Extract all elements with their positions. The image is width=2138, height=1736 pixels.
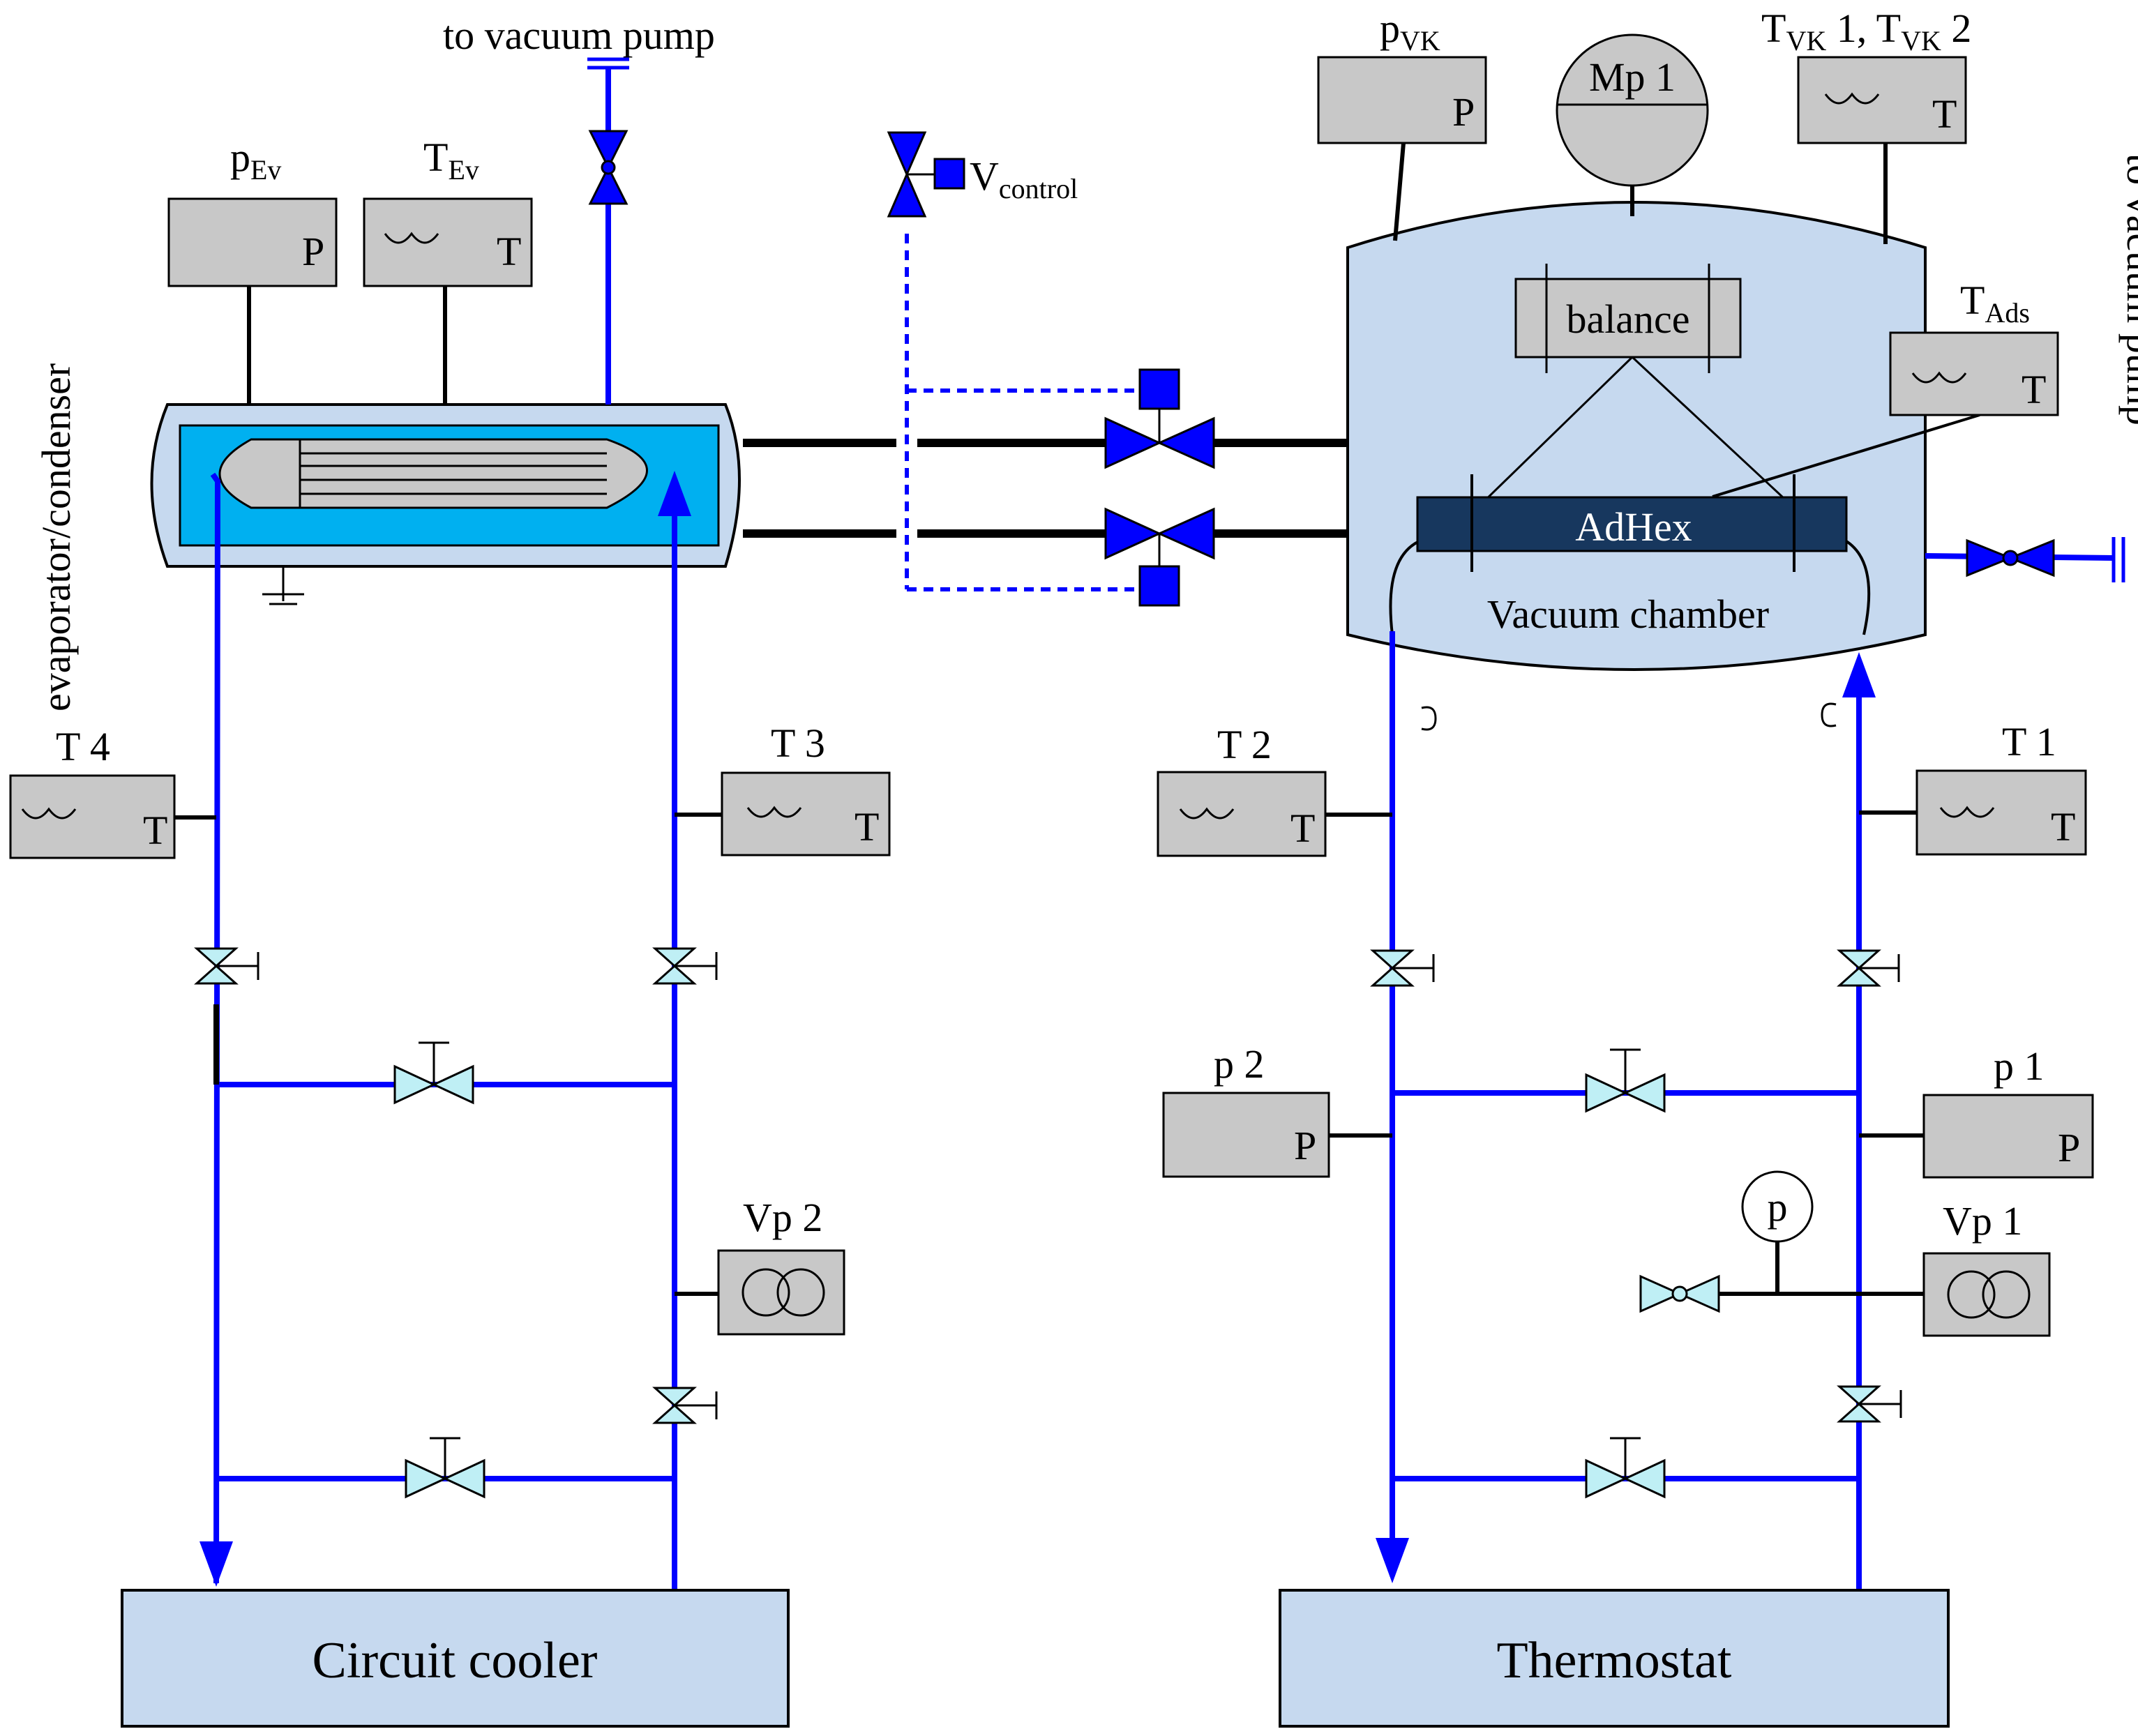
p-vk-label: pVK [1380, 6, 1440, 56]
svg-text:T: T [497, 229, 521, 274]
svg-text:T: T [1932, 91, 1957, 137]
pump-vp1 [1922, 1252, 2051, 1337]
evaporator-vacuum-line [587, 57, 629, 405]
t1-label: T 1 [2002, 719, 2056, 764]
vp2-label: Vp 2 [743, 1195, 822, 1240]
valve-vp1-line[interactable] [1838, 1385, 1902, 1423]
valve-t1-line[interactable] [1838, 949, 1900, 987]
t-ads-label: TAds [1960, 278, 2030, 329]
control-signal-lines [905, 234, 1140, 591]
fill-valve[interactable] [1639, 1274, 1720, 1313]
valve-t4-line[interactable] [195, 947, 259, 985]
t3-label: T 3 [771, 720, 825, 766]
motor-valve-bottom[interactable] [1104, 507, 1215, 607]
valve-left-bypass-bottom[interactable] [405, 1437, 485, 1498]
pressure-branch-line [1716, 1241, 1924, 1296]
svg-text:T: T [2022, 367, 2046, 412]
svg-text:T: T [143, 808, 167, 853]
vacuum-chamber-label: Vacuum chamber [1487, 591, 1769, 637]
chamber-vacuum-line [1925, 537, 2125, 582]
svg-text:Thermostat: Thermostat [1496, 1632, 1731, 1689]
circuit-cooler: Circuit cooler [121, 1589, 790, 1728]
p2-label: p 2 [1214, 1041, 1265, 1087]
svg-text:P: P [2058, 1125, 2080, 1170]
gauge-t1: T [1915, 769, 2087, 856]
t-ev-label: TEv [423, 135, 479, 186]
svg-text:AdHex: AdHex [1575, 504, 1692, 550]
svg-text:p: p [1768, 1184, 1788, 1230]
valve-right-bypass-bottom[interactable] [1585, 1437, 1666, 1498]
svg-text:P: P [1294, 1123, 1316, 1168]
v-control-label: Vcontrol [970, 153, 1078, 204]
motor-valve-top[interactable] [1104, 368, 1215, 469]
evaporator-condenser-label: evaporator/condenser [33, 363, 79, 711]
p-ev-label: pEv [230, 135, 281, 186]
svg-text:P: P [302, 229, 324, 274]
svg-text:P: P [1452, 89, 1475, 135]
evaporator-vessel [150, 403, 741, 605]
thermostat: Thermostat [1279, 1589, 1950, 1728]
to-vacuum-pump-top-label: to vacuum pump [443, 13, 715, 58]
mp1-display: Mp 1 [1556, 33, 1709, 187]
gauge-t-ads: T [1889, 331, 2059, 416]
connecting-pipes [743, 439, 1348, 538]
vp1-label: Vp 1 [1943, 1198, 2022, 1244]
balance: balance [1514, 264, 1742, 373]
gauge-p1: P [1922, 1094, 2094, 1179]
gauge-t2: T [1157, 771, 1327, 857]
valve-t2-line[interactable] [1371, 949, 1435, 987]
svg-text:T: T [2051, 804, 2075, 850]
adhex: AdHex [1416, 474, 1848, 572]
valve-vp2-line[interactable] [654, 1387, 718, 1424]
svg-text:T: T [855, 804, 879, 850]
vacuum-chamber [1346, 201, 1927, 671]
gauge-t-vk: T [1797, 56, 1967, 144]
pump-vp2 [717, 1249, 845, 1336]
svg-text:Circuit cooler: Circuit cooler [313, 1632, 598, 1689]
p1-label: p 1 [1994, 1043, 2045, 1089]
left-loop-pipes [200, 471, 691, 1590]
t2-label: T 2 [1217, 722, 1272, 767]
t-vk-label: TVK 1, TVK 2 [1761, 6, 1971, 56]
svg-text:balance: balance [1566, 296, 1689, 342]
gauge-p-vk: P [1317, 56, 1487, 144]
gauge-t-ev: T [363, 197, 533, 287]
gauge-p2: P [1162, 1092, 1330, 1178]
to-vacuum-pump-right-label: to vacuum pump [2118, 153, 2138, 425]
valve-t3-line[interactable] [654, 947, 718, 985]
gauge-t4: T [9, 774, 176, 859]
gauge-t3: T [721, 771, 891, 856]
t4-label: T 4 [56, 724, 110, 769]
control-valve[interactable] [887, 131, 965, 218]
svg-text:T: T [1290, 806, 1315, 851]
gauge-p-ev: P [167, 197, 338, 287]
pressure-gauge-p: p [1741, 1170, 1814, 1243]
svg-text:Mp 1: Mp 1 [1589, 54, 1676, 100]
valve-left-bypass-top[interactable] [393, 1041, 474, 1104]
valve-right-bypass-top[interactable] [1585, 1048, 1666, 1112]
